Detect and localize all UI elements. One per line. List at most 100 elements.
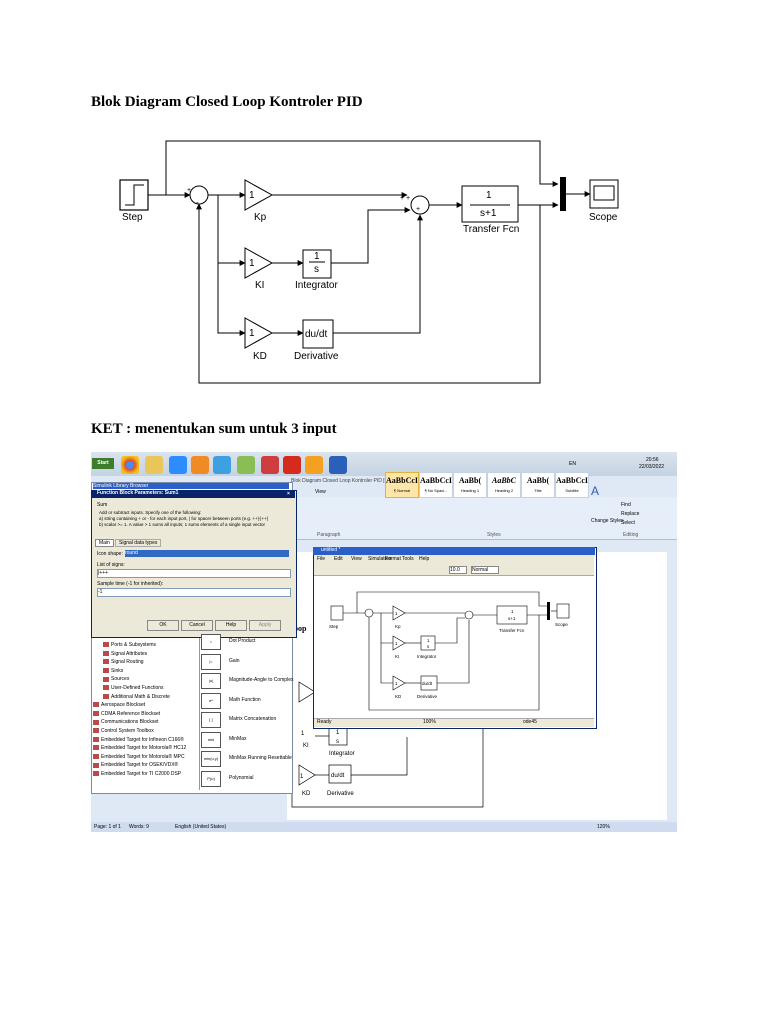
model-menubar (314, 555, 594, 563)
library-block-icon: ▷ (201, 653, 221, 670)
change-styles-label[interactable]: Change Styles (591, 518, 624, 524)
paint-icon[interactable] (237, 456, 255, 474)
transfer-fcn-block (461, 185, 519, 223)
sim-mode-select[interactable]: Normal (471, 566, 499, 574)
model-menu-item[interactable]: File (317, 556, 326, 562)
clock-date: 22/03/2022 (639, 464, 665, 470)
folder-icon[interactable] (145, 456, 163, 474)
sim-time-input[interactable]: 10.0 (449, 566, 467, 574)
word-icon[interactable] (329, 456, 347, 474)
doc-loop-text: oop (294, 624, 307, 633)
library-block-label: Math Function (229, 696, 261, 703)
library-tree-item[interactable]: Aerospace Blockset (93, 702, 145, 708)
library-tree-label: Sources (111, 676, 130, 683)
sample-time-label: Sample time (-1 for inherited): (97, 581, 164, 587)
library-tree-item[interactable]: Sinks (103, 668, 123, 674)
style-no-spacing[interactable]: AaBbCcI¶ No Spaci... (419, 472, 453, 498)
style-heading1[interactable]: AaBb(Heading 1 (453, 472, 487, 498)
sample-time-input[interactable]: -1 (97, 588, 291, 597)
chrome-icon[interactable] (121, 456, 139, 474)
library-tree-item[interactable]: Communications Blockset (93, 719, 159, 725)
model-menu-item[interactable]: Help (419, 556, 430, 562)
library-folder-icon (103, 642, 109, 648)
library-tree-item[interactable]: Ports & Subsystems (103, 642, 156, 648)
tab-signal-data-types[interactable]: Signal data types (115, 539, 162, 547)
model-title: untitled * (313, 547, 595, 555)
library-tree-item[interactable]: Signal Routing (103, 659, 144, 665)
library-tree-item[interactable]: User-Defined Functions (103, 685, 164, 691)
model-status-ready: Ready (317, 719, 332, 725)
pdf-icon[interactable] (283, 456, 301, 474)
group-editing: Editing (623, 532, 639, 538)
derivative-text: du/dt (305, 329, 327, 340)
matlab-icon[interactable] (305, 456, 323, 474)
change-styles-button[interactable]: A (591, 484, 600, 498)
clock-time: 20:56 (646, 457, 659, 463)
ki-gain-block (244, 247, 274, 279)
model-menu-item[interactable]: Simulation (368, 556, 392, 562)
library-block-label: MinMax (229, 735, 247, 742)
model-transfer-label: Transfer Fcn (499, 628, 525, 633)
library-tree-item[interactable]: Sources (103, 676, 129, 682)
status-zoom[interactable]: 120% (597, 824, 610, 830)
bg-kd-label: KD (302, 791, 311, 797)
page-title: Blok Diagram Closed Loop Kontroler PID (91, 94, 363, 110)
list-of-signs-input[interactable]: |+++ (97, 569, 291, 578)
library-tree-label: Embedded Target for OSEK/VDX® (101, 762, 179, 769)
help-button[interactable]: Help (215, 620, 247, 631)
model-menu-item[interactable]: Tools (402, 556, 414, 562)
kp-gain-block (244, 179, 274, 211)
integrator-numerator: 1 (314, 251, 320, 262)
model-menu-item[interactable]: Edit (334, 556, 343, 562)
bg-ki-label: KI (303, 743, 309, 749)
library-tree-label: CDMA Reference Blockset (101, 710, 161, 717)
library-tree-label: Embedded Target for TI C2000 DSP (101, 771, 182, 777)
library-folder-icon (103, 685, 109, 691)
library-tree-item[interactable]: Embedded Target for TI C2000 DSP (93, 771, 181, 777)
status-language: English (United States) (175, 824, 227, 830)
library-tree-item[interactable]: Embedded Target for OSEK/VDX® (93, 762, 178, 768)
library-tree-item[interactable]: Signal Attributes (103, 651, 147, 657)
library-folder-icon (93, 710, 99, 716)
library-tree-item[interactable]: Control System Toolbox (93, 728, 154, 734)
model-menu-item[interactable]: Format (385, 556, 401, 562)
replace-button[interactable]: Replace (621, 511, 640, 517)
menu-view[interactable]: View (315, 489, 326, 495)
model-kd-label: KD (395, 694, 402, 699)
tab-main[interactable]: Main (95, 539, 114, 547)
model-kp-label: Kp (395, 624, 401, 629)
library-tree-item[interactable]: Embedded Target for Motorola® MPC (93, 754, 185, 760)
dialog-desc-1: Add or subtract inputs. Specify one of t… (99, 510, 202, 515)
zoom-icon[interactable] (169, 456, 187, 474)
dialog-close-button[interactable]: × (287, 491, 290, 497)
library-block-icon: min(u,y) (201, 751, 221, 767)
model-menu-item[interactable]: View (351, 556, 362, 562)
app-icon[interactable] (261, 456, 279, 474)
ie-icon[interactable] (213, 456, 231, 474)
library-folder-icon (93, 753, 99, 759)
icon-shape-select[interactable]: round (125, 550, 289, 557)
language-indicator[interactable]: EN (569, 461, 576, 467)
media-icon[interactable] (191, 456, 209, 474)
section-heading: KET : menentukan sum untuk 3 input (91, 421, 337, 437)
library-tree-item[interactable]: Additional Math & Discrete (103, 694, 170, 700)
library-block-label: Matrix Concatenation (229, 716, 277, 722)
apply-button[interactable]: Apply (249, 620, 281, 631)
library-tree-label: Embedded Target for Motorola® MPC (101, 753, 185, 760)
library-tree-item[interactable]: Embedded Target for Infineon C166® (93, 737, 184, 743)
cancel-button[interactable]: Cancel (181, 620, 213, 631)
ok-button[interactable]: OK (147, 620, 179, 631)
library-tree-item[interactable]: Embedded Target for Motorola® HC12 (93, 745, 186, 751)
sum2-signs: + + (400, 195, 410, 202)
select-button[interactable]: Select (621, 520, 635, 526)
start-button[interactable]: Start (92, 458, 114, 469)
style-title[interactable]: AaBb(Title (521, 472, 555, 498)
library-tree-item[interactable]: CDMA Reference Blockset (93, 711, 160, 717)
find-button[interactable]: Find (621, 502, 631, 508)
step-label: Step (122, 212, 143, 223)
model-kp-gain: 1 (395, 611, 398, 616)
style-normal[interactable]: AaBbCcI¶ Normal (385, 472, 419, 498)
model-statusbar (314, 718, 594, 727)
